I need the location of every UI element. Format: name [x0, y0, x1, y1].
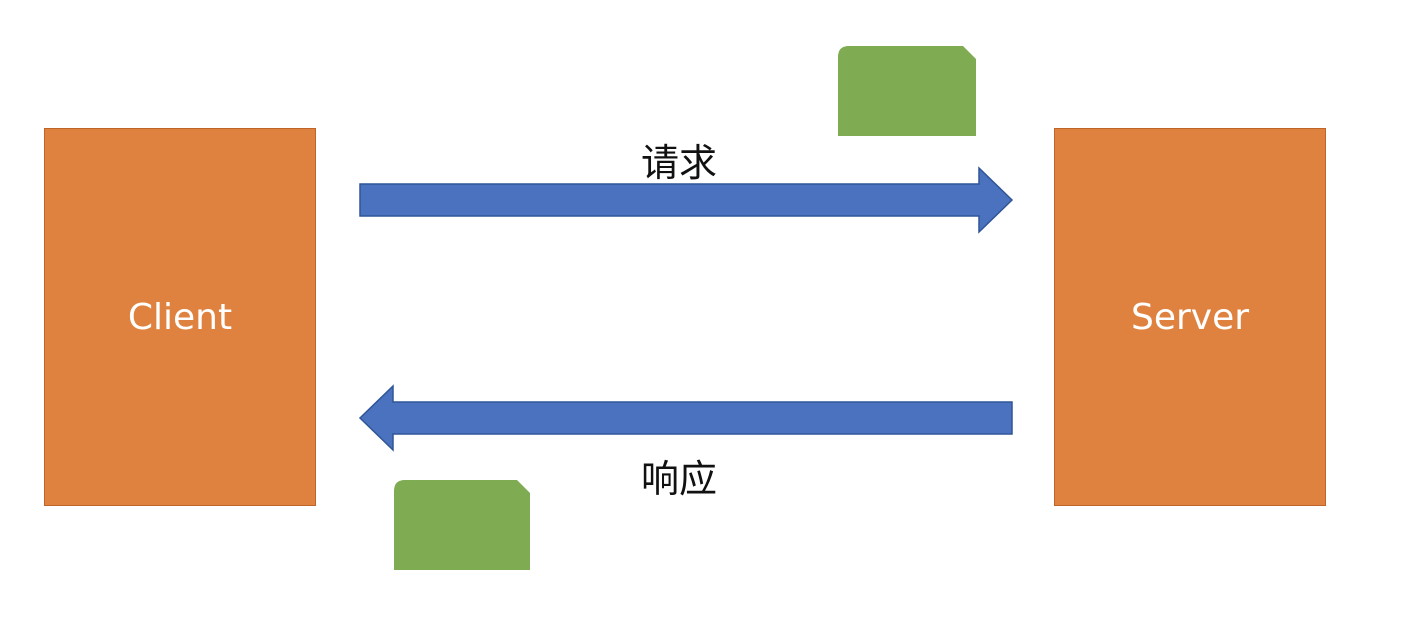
server-node: Server: [1054, 128, 1326, 506]
request-label: 请求: [641, 141, 718, 185]
request-packet-icon: [838, 46, 976, 136]
response-packet-icon: [394, 480, 530, 570]
server-label: Server: [1130, 296, 1250, 338]
server-node-shape: [1054, 128, 1326, 506]
client-node-shape: [44, 128, 316, 506]
request-arrow: [359, 166, 1014, 234]
response-label: 响应: [641, 457, 718, 501]
client-node: Client: [44, 128, 316, 506]
client-label: Client: [127, 296, 233, 338]
response-arrow: [358, 384, 1013, 452]
